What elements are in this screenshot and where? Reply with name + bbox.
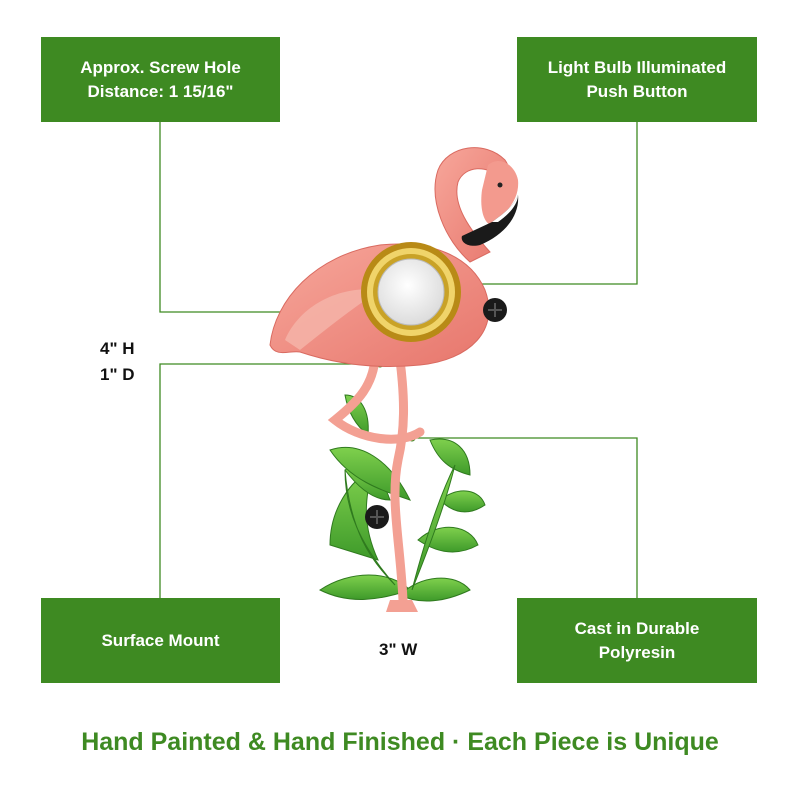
flamingo-beak — [461, 195, 519, 246]
push-button-bezel — [361, 242, 461, 342]
dimension-depth: 1" D — [100, 365, 135, 384]
callout-surface-mount: Surface Mount — [41, 598, 280, 683]
callout-material-text: Cast in Durable Polyresin — [574, 618, 700, 662]
push-button-connector — [428, 122, 638, 285]
callout-screw-hole-text: Approx. Screw Hole Distance: 1 15/16" — [80, 57, 241, 101]
flamingo-eye — [497, 182, 503, 188]
flamingo-head — [481, 160, 519, 225]
callout-material: Cast in Durable Polyresin — [517, 598, 757, 683]
callout-push-button-text: Light Bulb Illuminated Push Button — [547, 57, 727, 101]
tagline: Hand Painted & Hand Finished · Each Piec… — [81, 728, 719, 756]
screw-lower — [365, 505, 389, 529]
callout-surface-mount-text: Surface Mount — [101, 630, 220, 650]
callout-screw-hole: Approx. Screw Hole Distance: 1 15/16" — [41, 37, 280, 122]
callout-push-button: Light Bulb Illuminated Push Button — [517, 37, 757, 122]
dimension-height: 4" H — [100, 339, 135, 358]
flamingo-wing — [285, 289, 380, 350]
dimension-width: 3" W — [379, 640, 418, 659]
material-connector — [412, 437, 638, 598]
flamingo-foot — [386, 600, 418, 612]
screw-upper — [483, 298, 507, 322]
flamingo-legs — [327, 355, 425, 605]
leaf-cluster — [319, 394, 486, 602]
surface-mount-connector — [159, 363, 380, 598]
